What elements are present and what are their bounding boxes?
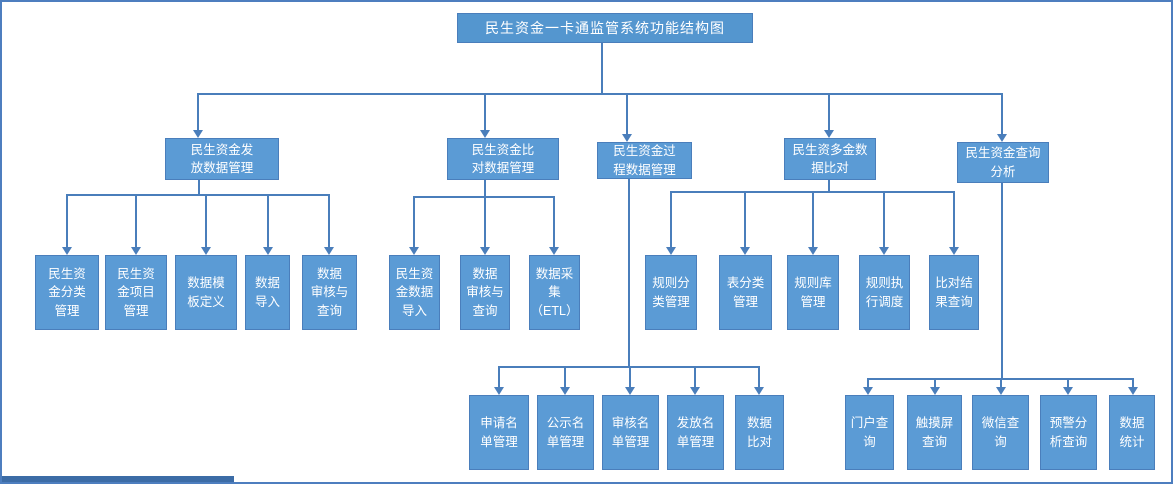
- connector-vline: [484, 94, 486, 130]
- node-fund-data-import: 民生资 金数据 导入: [389, 255, 440, 330]
- connector-vline: [883, 192, 885, 247]
- connector-vline: [828, 94, 830, 130]
- connector-vline: [328, 195, 330, 247]
- arrow-down-icon: [131, 247, 141, 255]
- bottom-edge-bar: [2, 476, 234, 482]
- node-audit-list-management: 审核名 单管理: [602, 395, 659, 470]
- connector-vline: [413, 197, 415, 247]
- node-comparison-result-query: 比对结 果查询: [929, 255, 979, 330]
- node-warning-analysis-query: 预警分 析查询: [1040, 395, 1097, 470]
- connector-vline: [744, 192, 746, 247]
- connector-vline: [953, 192, 955, 247]
- arrow-down-icon: [930, 387, 940, 395]
- node-data-audit-query: 数据 审核与 查询: [302, 255, 357, 330]
- connector-vline: [694, 367, 696, 387]
- node-data-collection-etl: 数据采 集 （ETL）: [529, 255, 580, 330]
- connector-vline: [1067, 379, 1069, 387]
- connector-vline: [267, 195, 269, 247]
- connector-vline: [564, 367, 566, 387]
- node-data-template-definition: 数据模 板定义: [175, 255, 237, 330]
- connector-vline: [198, 180, 200, 195]
- node-fund-multi-data-comparison: 民生资多金数 据比对: [784, 138, 876, 180]
- node-wechat-query: 微信查 询: [972, 395, 1029, 470]
- connector-vline: [628, 179, 630, 367]
- arrow-down-icon: [62, 247, 72, 255]
- arrow-down-icon: [754, 387, 764, 395]
- node-system-structure-title: 民生资金一卡通监管系统功能结构图: [457, 13, 753, 43]
- arrow-down-icon: [193, 130, 203, 138]
- arrow-down-icon: [740, 247, 750, 255]
- connector-vline: [629, 367, 631, 387]
- arrow-down-icon: [997, 134, 1007, 142]
- connector-hline: [197, 93, 1003, 95]
- arrow-down-icon: [690, 387, 700, 395]
- arrow-down-icon: [263, 247, 273, 255]
- connector-vline: [758, 367, 760, 387]
- connector-vline: [867, 379, 869, 387]
- connector-hline: [66, 194, 330, 196]
- node-rule-execution-scheduling: 规则执 行调度: [859, 255, 910, 330]
- node-fund-comparison-data-management: 民生资金比 对数据管理: [447, 138, 559, 180]
- arrow-down-icon: [666, 247, 676, 255]
- arrow-down-icon: [324, 247, 334, 255]
- connector-vline: [626, 94, 628, 134]
- connector-vline: [601, 43, 603, 94]
- connector-vline: [670, 192, 672, 247]
- arrow-down-icon: [560, 387, 570, 395]
- node-data-audit-query-2: 数据 审核与 查询: [460, 255, 510, 330]
- arrow-down-icon: [549, 247, 559, 255]
- node-table-classification-management: 表分类 管理: [719, 255, 772, 330]
- connector-vline: [812, 192, 814, 247]
- arrow-down-icon: [480, 247, 490, 255]
- node-fund-classification-management: 民生资 金分类 管理: [35, 255, 99, 330]
- connector-vline: [1000, 379, 1002, 387]
- arrow-down-icon: [494, 387, 504, 395]
- node-application-list-management: 申请名 单管理: [469, 395, 529, 470]
- connector-vline: [553, 197, 555, 247]
- connector-vline: [1001, 94, 1003, 134]
- connector-vline: [66, 195, 68, 247]
- connector-vline: [197, 94, 199, 130]
- arrow-down-icon: [201, 247, 211, 255]
- arrow-down-icon: [625, 387, 635, 395]
- arrow-down-icon: [879, 247, 889, 255]
- node-fund-issuance-data-management: 民生资金发 放数据管理: [165, 138, 279, 180]
- node-rule-classification-management: 规则分 类管理: [645, 255, 697, 330]
- connector-vline: [205, 195, 207, 247]
- arrow-down-icon: [1063, 387, 1073, 395]
- node-touchscreen-query: 触摸屏 查询: [907, 395, 962, 470]
- node-portal-query: 门户查 询: [845, 395, 894, 470]
- node-data-import: 数据 导入: [245, 255, 290, 330]
- node-data-comparison: 数据 比对: [735, 395, 784, 470]
- connector-vline: [934, 379, 936, 387]
- arrow-down-icon: [480, 130, 490, 138]
- node-data-statistics: 数据 统计: [1109, 395, 1155, 470]
- connector-vline: [1001, 183, 1003, 379]
- arrow-down-icon: [949, 247, 959, 255]
- arrow-down-icon: [808, 247, 818, 255]
- node-fund-query-analysis: 民生资金查询 分析: [957, 142, 1049, 183]
- node-publicity-list-management: 公示名 单管理: [537, 395, 594, 470]
- connector-vline: [484, 197, 486, 247]
- node-fund-process-data-management: 民生资金过 程数据管理: [597, 142, 692, 179]
- node-rule-library-management: 规则库 管理: [787, 255, 839, 330]
- connector-vline: [828, 180, 830, 192]
- connector-vline: [1132, 379, 1134, 387]
- arrow-down-icon: [1128, 387, 1138, 395]
- arrow-down-icon: [409, 247, 419, 255]
- connector-vline: [498, 367, 500, 387]
- arrow-down-icon: [863, 387, 873, 395]
- node-fund-project-management: 民生资 金项目 管理: [105, 255, 167, 330]
- arrow-down-icon: [824, 130, 834, 138]
- arrow-down-icon: [996, 387, 1006, 395]
- connector-vline: [135, 195, 137, 247]
- arrow-down-icon: [622, 134, 632, 142]
- node-issuance-list-management: 发放名 单管理: [667, 395, 724, 470]
- connector-vline: [484, 180, 486, 197]
